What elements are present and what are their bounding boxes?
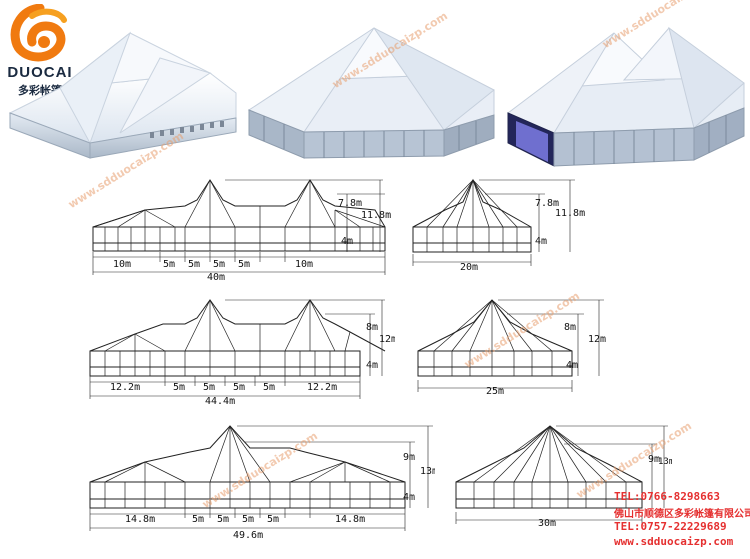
- dim-total-width: 40m: [207, 272, 225, 282]
- dim-width: 5m: [192, 514, 204, 525]
- elevation-single-30: 9m 13m 30m: [455, 425, 672, 529]
- dim-height-peak: 7.8m: [338, 198, 362, 209]
- dim-width: 5m: [233, 382, 245, 393]
- contact-tel-2: TEL:0757-22229689: [614, 520, 727, 533]
- dim-height-total: 13m: [420, 466, 435, 477]
- dim-height-total: 13m: [658, 457, 672, 467]
- dim-width: 5m: [267, 514, 279, 525]
- contact-website: www.sdduocaizp.com: [614, 535, 734, 548]
- dim-width: 12.2m: [307, 382, 337, 393]
- dim-width: 14.8m: [335, 514, 365, 525]
- elevation-single-20: 7.8m 11.8m 4m 20m: [412, 178, 585, 272]
- dim-total-width: 49.6m: [233, 530, 263, 541]
- dim-width: 5m: [163, 259, 175, 270]
- dim-height-wall: 4m: [535, 236, 547, 247]
- contact-company: 佛山市顺德区多彩帐篷有限公司: [614, 509, 750, 520]
- dim-height-wall: 4m: [566, 360, 578, 371]
- dim-width: 5m: [173, 382, 185, 393]
- dim-height-peak: 8m: [564, 322, 576, 333]
- elevation-multi-44: 8m 12m 4m 12.2m 5m 5m 5m 5m 12.2m 44.4m: [89, 299, 395, 406]
- dim-height-total: 12m: [588, 334, 606, 345]
- dim-height-total: 11.8m: [555, 208, 585, 219]
- dim-height-total: 11.8m: [361, 210, 391, 221]
- dim-width: 5m: [217, 514, 229, 525]
- dim-width: 5m: [263, 382, 275, 393]
- brand-name: DUOCAI: [7, 64, 73, 81]
- dim-height-total: 12m: [379, 334, 395, 345]
- dim-height-wall: 4m: [366, 360, 378, 371]
- elevation-multi-40: 7.8m 11.8m 4m 10m 5m 5m 5m 5m 10m 40m: [92, 179, 391, 282]
- logo-mark-icon: [10, 3, 67, 62]
- dim-total-width: 20m: [460, 262, 478, 272]
- tent-render-3: [506, 26, 745, 167]
- dim-width: 12.2m: [110, 382, 140, 393]
- dim-height-peak: 8m: [366, 322, 378, 333]
- dim-width: 10m: [113, 259, 131, 270]
- tent-render-1: [8, 31, 237, 159]
- dim-width: 5m: [203, 382, 215, 393]
- dim-total-width: 44.4m: [205, 396, 235, 406]
- dim-total-width: 25m: [486, 386, 504, 397]
- dim-height-wall: 4m: [403, 492, 415, 503]
- dim-width: 14.8m: [125, 514, 155, 525]
- dim-height-wall: 4m: [341, 236, 353, 247]
- dim-width: 5m: [213, 259, 225, 270]
- dim-height-peak: 7.8m: [535, 198, 559, 209]
- dim-width: 5m: [242, 514, 254, 525]
- tent-render-2: [247, 27, 495, 159]
- contact-tel-1: TEL:0766-8298663: [614, 490, 720, 503]
- dim-width: 5m: [238, 259, 250, 270]
- dim-width: 5m: [188, 259, 200, 270]
- dim-height-peak: 9m: [403, 452, 415, 463]
- dim-total-width: 30m: [538, 518, 556, 529]
- brand-logo: DUOCAI 多彩帐篷: [4, 3, 76, 100]
- elevation-multi-49: 9m 13m 4m 14.8m 5m 5m 5m 5m 14.8m 49.6m: [89, 425, 435, 541]
- dim-height-peak: 9m: [648, 454, 660, 465]
- dim-width: 10m: [295, 259, 313, 270]
- elevation-single-25: 8m 12m 4m 25m: [417, 299, 606, 397]
